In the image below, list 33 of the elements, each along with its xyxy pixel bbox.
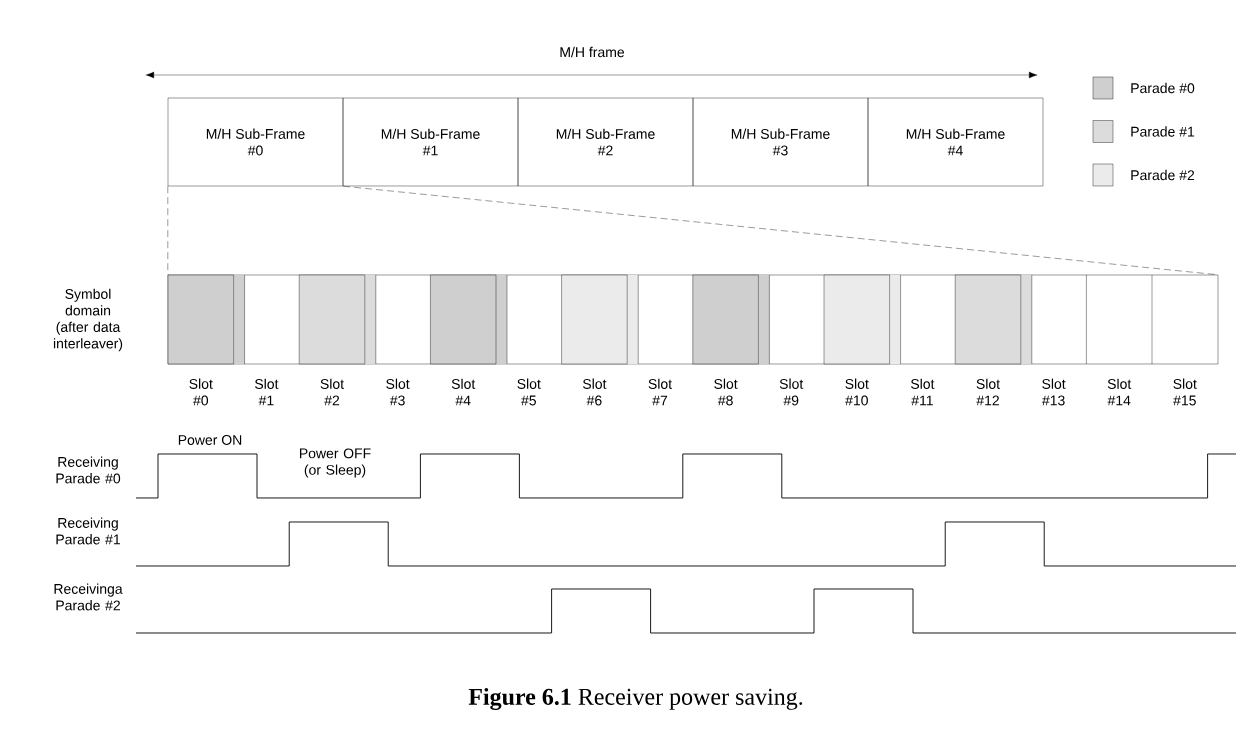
sub-frame-box: M/H Sub-Frame #4: [867, 97, 1044, 187]
dimension-label: M/H frame: [560, 46, 625, 58]
state-label: Power OFF (or Sleep): [300, 448, 371, 478]
slot-fill: [167, 274, 245, 365]
slot-fill: [692, 274, 770, 365]
legend-label: Parade #0: [1131, 82, 1195, 94]
sub-frame-box: M/H Sub-Frame #0: [167, 97, 344, 187]
sub-frame-box: M/H Sub-Frame #1: [342, 97, 519, 187]
signal-label: Receiving Parade #0: [56, 456, 121, 484]
slot-label: Slot #13: [1042, 378, 1066, 406]
slot-label: Slot #11: [911, 378, 935, 406]
slot-fill: [823, 274, 901, 365]
legend-label: Parade #1: [1131, 126, 1195, 137]
slot-label: Slot #5: [517, 378, 541, 406]
slot-label: Slot #3: [386, 378, 410, 406]
signal-label: Receivinga Parade #2: [54, 583, 123, 611]
figure-caption: Figure 6.1 Receiver power saving.: [468, 688, 803, 710]
slot-label: Slot #14: [1107, 378, 1132, 406]
state-label: Power ON: [178, 435, 242, 445]
sub-frame-box: M/H Sub-Frame #3: [692, 97, 869, 187]
sub-frame-box: M/H Sub-Frame #2: [517, 97, 694, 187]
legend-label: Parade #2: [1131, 169, 1195, 181]
slot-fill: [299, 274, 376, 365]
zoom-line: [167, 186, 168, 275]
slot-label: Slot #7: [648, 378, 672, 406]
slot-fill: [561, 274, 639, 365]
slot-fill: [430, 274, 508, 365]
slot-label: Slot #9: [779, 378, 804, 406]
node-label: Symbol domain (after data interleaver): [53, 288, 123, 352]
signal-label: Receiving Parade #1: [56, 517, 120, 545]
slot-fill: [955, 274, 1032, 365]
slot-label: Slot #15: [1173, 378, 1197, 406]
slot-label: Slot #1: [255, 378, 279, 406]
